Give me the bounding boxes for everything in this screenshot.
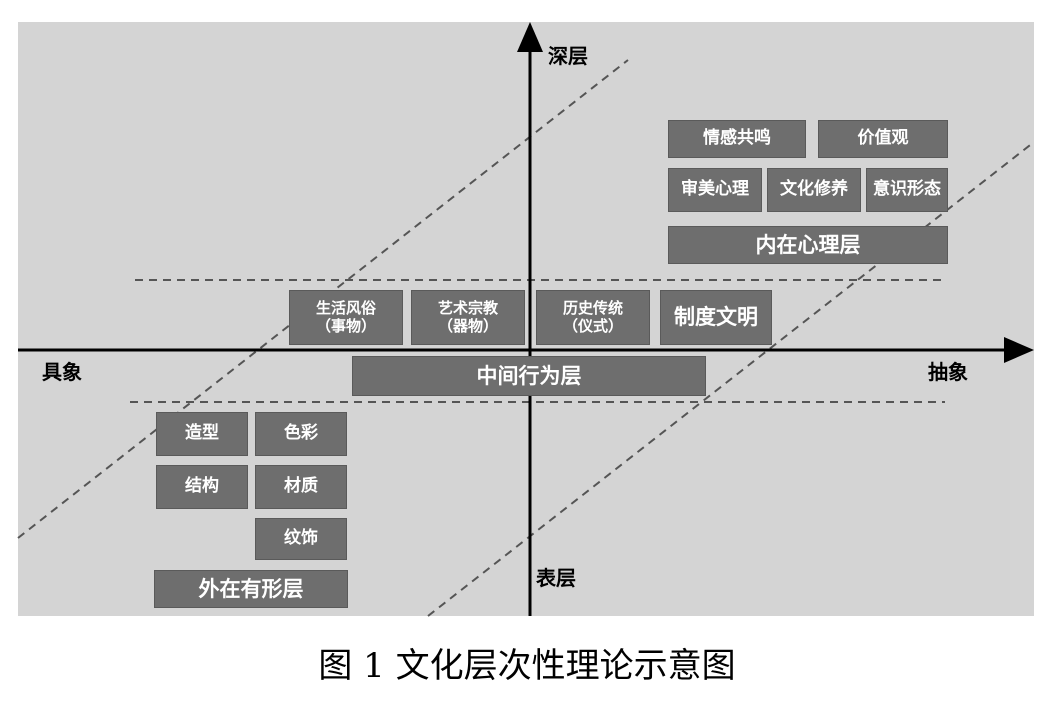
middle-item-art-religion: 艺术宗教 （器物） [411, 290, 525, 345]
middle-item-institutional-civilization: 制度文明 [660, 290, 772, 345]
middle-item-history-tradition-line1: 历史传统 [562, 299, 623, 318]
middle-item-history-tradition: 历史传统 （仪式） [536, 290, 650, 345]
outer-item-shape: 造型 [156, 412, 248, 456]
inner-item-ideology: 意识形态 [866, 168, 948, 212]
inner-layer-label: 内在心理层 [668, 226, 948, 264]
middle-item-history-tradition-line2: （仪式） [562, 316, 623, 335]
outer-item-material: 材质 [255, 465, 347, 509]
middle-item-life-customs-line2: （事物） [315, 316, 376, 335]
axis-label-top: 深层 [548, 44, 588, 68]
outer-item-color: 色彩 [255, 412, 347, 456]
middle-item-life-customs: 生活风俗 （事物） [289, 290, 403, 345]
vertical-axis-arrow [517, 22, 543, 52]
axis-label-left: 具象 [42, 360, 82, 384]
middle-item-life-customs-line1: 生活风俗 [315, 299, 376, 318]
inner-item-aesthetic-psychology: 审美心理 [668, 168, 762, 212]
inner-item-emotional-resonance: 情感共鸣 [668, 120, 806, 158]
inner-item-values: 价值观 [818, 120, 948, 158]
outer-item-ornament: 纹饰 [255, 518, 347, 560]
axis-label-bottom: 表层 [536, 566, 576, 590]
middle-item-art-religion-line2: （器物） [437, 316, 498, 335]
middle-layer-label: 中间行为层 [352, 356, 706, 396]
axis-label-right: 抽象 [928, 360, 968, 384]
horizontal-axis-arrow [1004, 337, 1034, 363]
outer-layer-label: 外在有形层 [154, 570, 348, 608]
inner-item-cultural-cultivation: 文化修养 [767, 168, 861, 212]
upper-diagonal-dashed-line [17, 59, 629, 539]
middle-item-art-religion-line1: 艺术宗教 [437, 299, 498, 318]
figure-caption: 图 1 文化层次性理论示意图 [318, 646, 736, 686]
outer-item-structure: 结构 [156, 465, 248, 509]
